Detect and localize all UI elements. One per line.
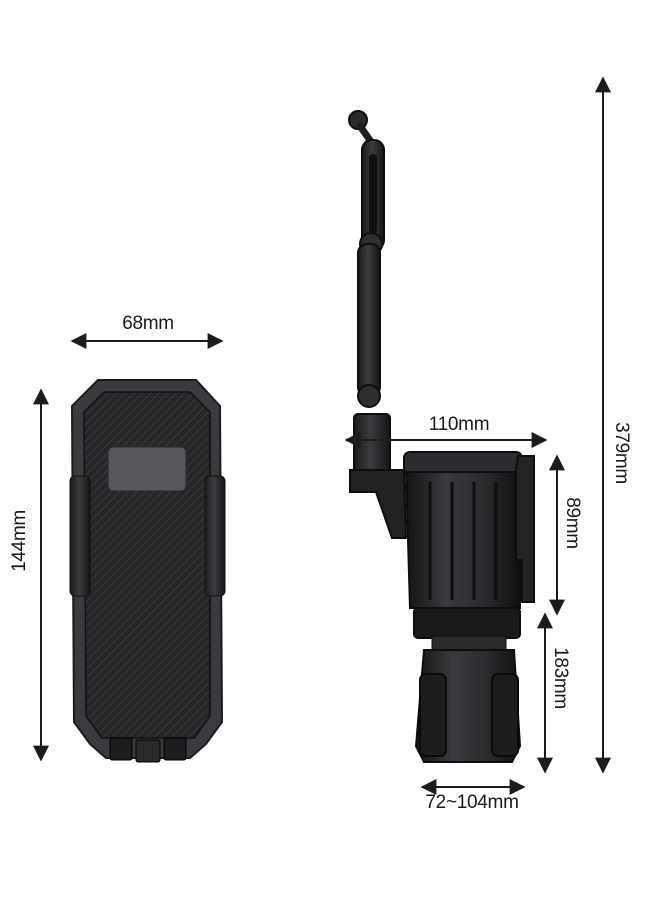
mount-bracket [349,469,408,539]
phone-holder-front-view [69,379,226,763]
upper-arm-slot [369,154,377,234]
base-grip-right [491,673,519,757]
left-side-clamp [69,475,91,597]
phone-holder-carbon-pad [83,391,211,739]
base-height-label: 183mm [550,647,571,709]
arm-collar [353,413,391,475]
phone-width-label: 68mm [122,313,174,334]
cup-ribs [428,482,498,600]
phone-height-label: 144mm [9,510,30,572]
cup-adjust-ring [413,607,521,639]
bottom-foot-right [163,737,187,761]
phone-holder-logo-plate [107,446,187,492]
base-neck [431,635,507,651]
bottom-foot-center [135,739,161,763]
base-grip-left [419,673,447,757]
cup-handle [515,455,535,603]
cup-rim [403,451,523,475]
cup-width-label: 110mm [428,414,490,435]
lower-arm [357,243,381,397]
cup-holder-side-view [348,110,535,763]
bottom-foot-left [109,737,133,761]
base-diameter-label: 72~104mm [425,792,519,813]
total-height-label: 379mm [611,422,632,484]
lower-knob [357,384,381,408]
cup-depth-label: 89mm [562,497,583,549]
right-side-clamp [204,475,226,597]
cup-body [404,471,521,609]
